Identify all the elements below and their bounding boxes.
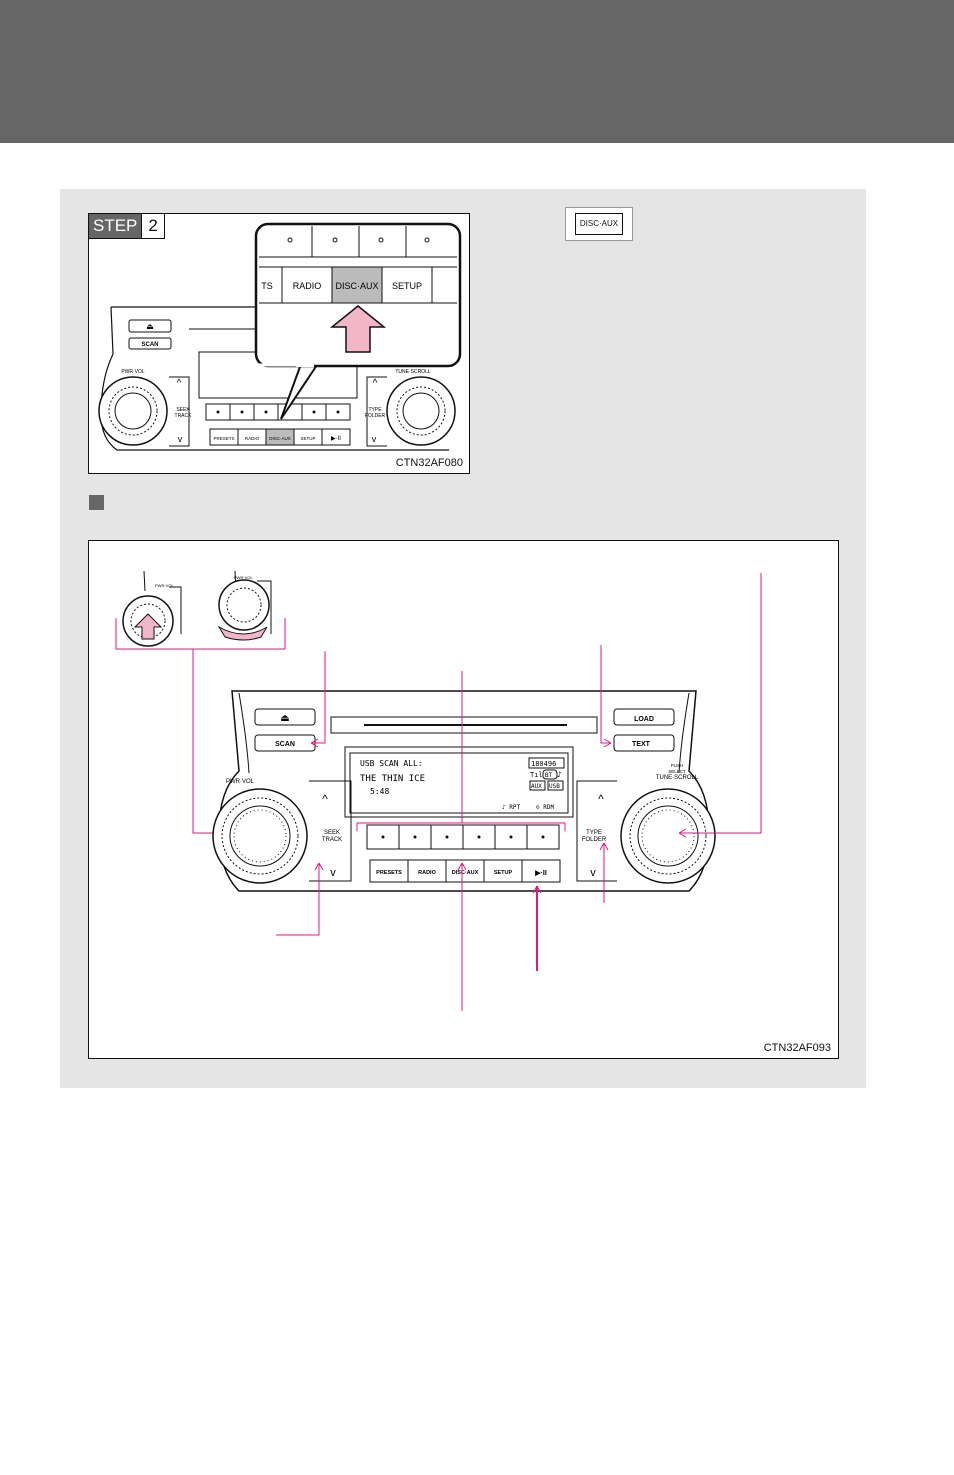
display-line-3: 5:48 [370, 787, 389, 796]
track-label: TRACK [175, 413, 193, 419]
display-usb: USB [549, 783, 560, 790]
load-label: LOAD [634, 716, 654, 723]
bottom-buttons: PRESETS RADIO DISC·AUX SETUP ▶·II [369, 859, 561, 883]
zoom-disc-aux-label: DISC·AUX [335, 281, 378, 291]
preset-buttons-row [205, 403, 351, 421]
callout-lines [276, 573, 762, 1011]
svg-text:v: v [372, 434, 377, 444]
folder-label: FOLDER [365, 413, 386, 419]
unit-disc-aux-label: DISC·AUX [269, 436, 291, 441]
tune-scroll-knob [620, 788, 716, 884]
step-badge: STEP 2 [89, 214, 165, 239]
play-pause-label: ▶·II [534, 870, 547, 877]
step-number: 2 [141, 214, 164, 238]
pwr-vol-label: PWR·VOL [121, 369, 145, 375]
step-word: STEP [89, 214, 142, 238]
unit-presets-label: PRESETS [213, 436, 234, 441]
zoom-setup-label: SETUP [392, 281, 422, 291]
seek-label: SEEK [176, 407, 190, 413]
audio-unit-illustration-1: ⏏ SCAN PWR·VOL ^ SEEK TRACK v [98, 222, 462, 451]
seek-label: SEEK [324, 830, 340, 836]
unit-radio-label: RADIO [245, 436, 260, 441]
figure-controls-overview: PWR·VOL PWR·VOL ⏏ SCAN LOAD T [88, 540, 839, 1059]
text-label: TEXT [632, 741, 651, 748]
header-band [0, 0, 954, 143]
zoom-radio-label: RADIO [293, 281, 322, 291]
svg-text:^: ^ [177, 378, 182, 389]
scan-button-label: SCAN [141, 342, 158, 348]
pwr-vol-label: PWR·VOL [226, 779, 255, 785]
section-bullet-icon [89, 495, 104, 510]
display-counter: 180496 [531, 760, 556, 768]
eject-icon: ⏏ [280, 713, 289, 724]
zoom-ts-label: TS [261, 281, 273, 291]
lcd-display: USB SCAN ALL: THE THIN ICE 5:48 180496 T… [360, 757, 565, 811]
press-arrow-icon [329, 305, 387, 353]
disc-aux-label: DISC·AUX [452, 870, 479, 876]
type-label: TYPE [368, 407, 382, 413]
figure-code: CTN32AF080 [395, 457, 463, 469]
disc-aux-key-icon: DISC·AUX [565, 207, 633, 241]
pwr-vol-knob [212, 788, 308, 884]
unit-setup-label: SETUP [300, 436, 315, 441]
display-line-2: THE THIN ICE [360, 774, 425, 784]
seek-up-icon: ^ [322, 792, 328, 806]
eject-symbol: ⏏ [146, 322, 154, 331]
radio-label: RADIO [418, 870, 436, 876]
signal-icon: Tıl [530, 771, 543, 779]
track-label: TRACK [322, 837, 342, 843]
figure-step-2: ⏏ SCAN PWR·VOL ^ SEEK TRACK v [88, 213, 470, 474]
type-up-icon: ^ [598, 792, 604, 806]
mini-pwr-label-2: PWR·VOL [234, 575, 253, 580]
bottom-buttons-row-1: PRESETS RADIO DISC·AUX SETUP ▶·II [209, 428, 351, 446]
zoomed-button-panel: TS RADIO DISC·AUX SETUP [259, 226, 457, 304]
preset-buttons [366, 824, 560, 850]
svg-text:^: ^ [373, 378, 378, 389]
disc-aux-key-label: DISC·AUX [574, 213, 624, 235]
mini-pwr-label-1: PWR·VOL [155, 583, 174, 588]
presets-label: PRESETS [376, 870, 402, 876]
music-note-icon: ♪ [557, 770, 562, 779]
select-label: SELECT [668, 769, 686, 774]
display-rpt: ♪ RPT [502, 804, 520, 811]
scan-label: SCAN [275, 741, 295, 748]
folder-label: FOLDER [582, 837, 607, 843]
seek-down-icon: v [330, 867, 336, 879]
knob-turn-illustration: PWR·VOL [217, 570, 272, 641]
type-label: TYPE [586, 830, 602, 836]
push-label: PUSH [671, 763, 684, 768]
tune-scroll-label: TUNE·SCROLL [395, 369, 431, 375]
knob-press-illustration: PWR·VOL [122, 570, 182, 647]
display-aux: AUX [531, 783, 542, 790]
display-line-1: USB SCAN ALL: [360, 759, 423, 768]
display-bt: BT [545, 772, 553, 779]
audio-unit-illustration-2: PWR·VOL PWR·VOL ⏏ SCAN LOAD T [115, 570, 762, 1011]
figure-code: CTN32AF093 [763, 1042, 831, 1054]
tune-scroll-label: TUNE·SCROLL [656, 775, 699, 781]
svg-text:v: v [178, 434, 183, 444]
unit-play-pause-label: ▶·II [331, 436, 341, 442]
setup-label: SETUP [494, 870, 513, 876]
type-down-icon: v [590, 867, 596, 879]
display-rdm: ⊙ RDM [536, 804, 554, 811]
